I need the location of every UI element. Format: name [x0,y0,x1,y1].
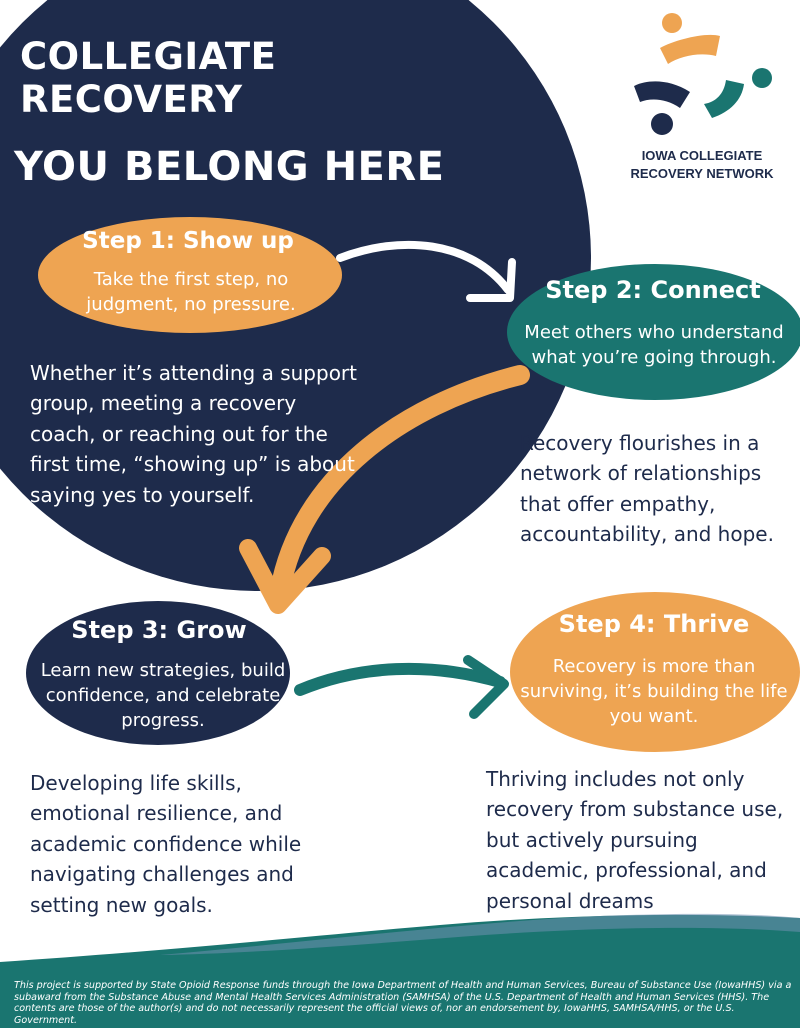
footer-wave [0,914,800,1028]
footer-wave-highlight [160,913,800,955]
step2-description: Meet others who understand what you’re g… [524,322,784,369]
step1-description: Take the first step, no judgment, no pre… [86,269,296,315]
organization-name-line2: RECOVERY NETWORK [630,166,774,181]
step1-body-text: Whether it’s attending a support group, … [30,361,357,507]
step3-ellipse [26,601,290,745]
step3-body-text: Developing life skills, emotional resili… [30,771,302,917]
arrow-step1-to-step2-icon [336,240,516,302]
funding-disclaimer: This project is supported by State Opioi… [14,980,792,1027]
organization-name-line1: IOWA COLLEGIATE [641,148,763,163]
step3-description: Learn new strategies, build confidence, … [40,660,286,732]
step3-title: Step 3: Grow [71,616,247,644]
arrow-step3-to-step4-icon [294,655,509,719]
step2-body-text: Recovery flourishes in a network of rela… [520,431,774,547]
tagline: YOU BELONG HERE [14,144,445,190]
step4-ellipse [510,592,800,752]
page-title-line1: COLLEGIATE [20,35,277,78]
page-title-line2: RECOVERY [20,78,243,121]
step2-ellipse [507,264,800,400]
step2-title: Step 2: Connect [545,276,761,304]
arrow-step2-to-step3-icon [239,365,530,614]
step1-title: Step 1: Show up [82,228,294,254]
step4-description: Recovery is more than surviving, it’s bu… [520,656,788,728]
step1-ellipse [38,217,342,333]
people-circle-logo-icon [634,13,772,135]
step4-title: Step 4: Thrive [558,610,750,638]
step4-body-text: Thriving includes not only recovery from… [486,767,784,913]
